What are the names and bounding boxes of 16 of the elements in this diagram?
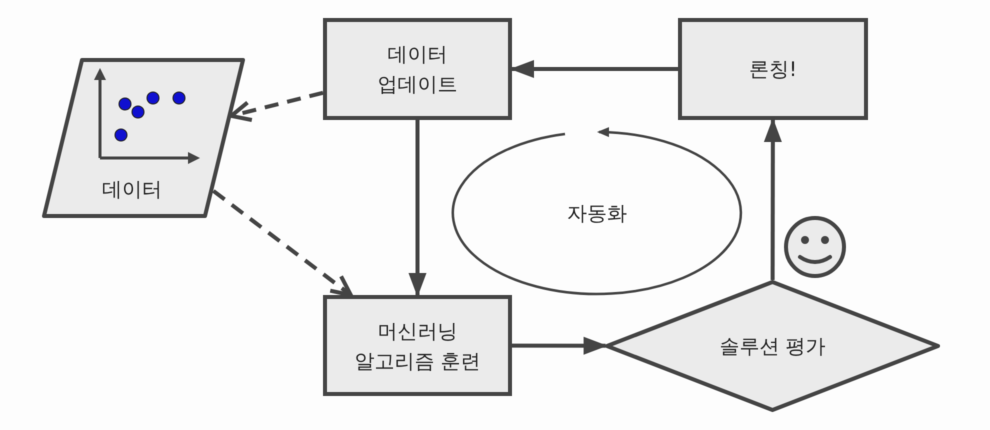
node-label: 론칭!	[748, 56, 798, 83]
node-label: 데이터	[102, 176, 162, 203]
process-box	[678, 18, 868, 120]
arrow	[510, 60, 678, 78]
dashed-arrow	[229, 90, 324, 122]
node-label: 솔루션 평가	[719, 333, 826, 360]
arrow	[764, 118, 782, 280]
process-box	[323, 295, 512, 396]
node-label: 데이터 업데이트	[376, 41, 458, 98]
arrow	[512, 336, 608, 355]
data-parallelogram	[42, 58, 245, 218]
node-label: 머신러닝 알고리즘 훈련	[353, 318, 482, 374]
decision-diamond	[605, 280, 940, 412]
dashed-arrow	[212, 189, 353, 297]
arrow	[408, 120, 426, 297]
process-box	[323, 18, 512, 120]
